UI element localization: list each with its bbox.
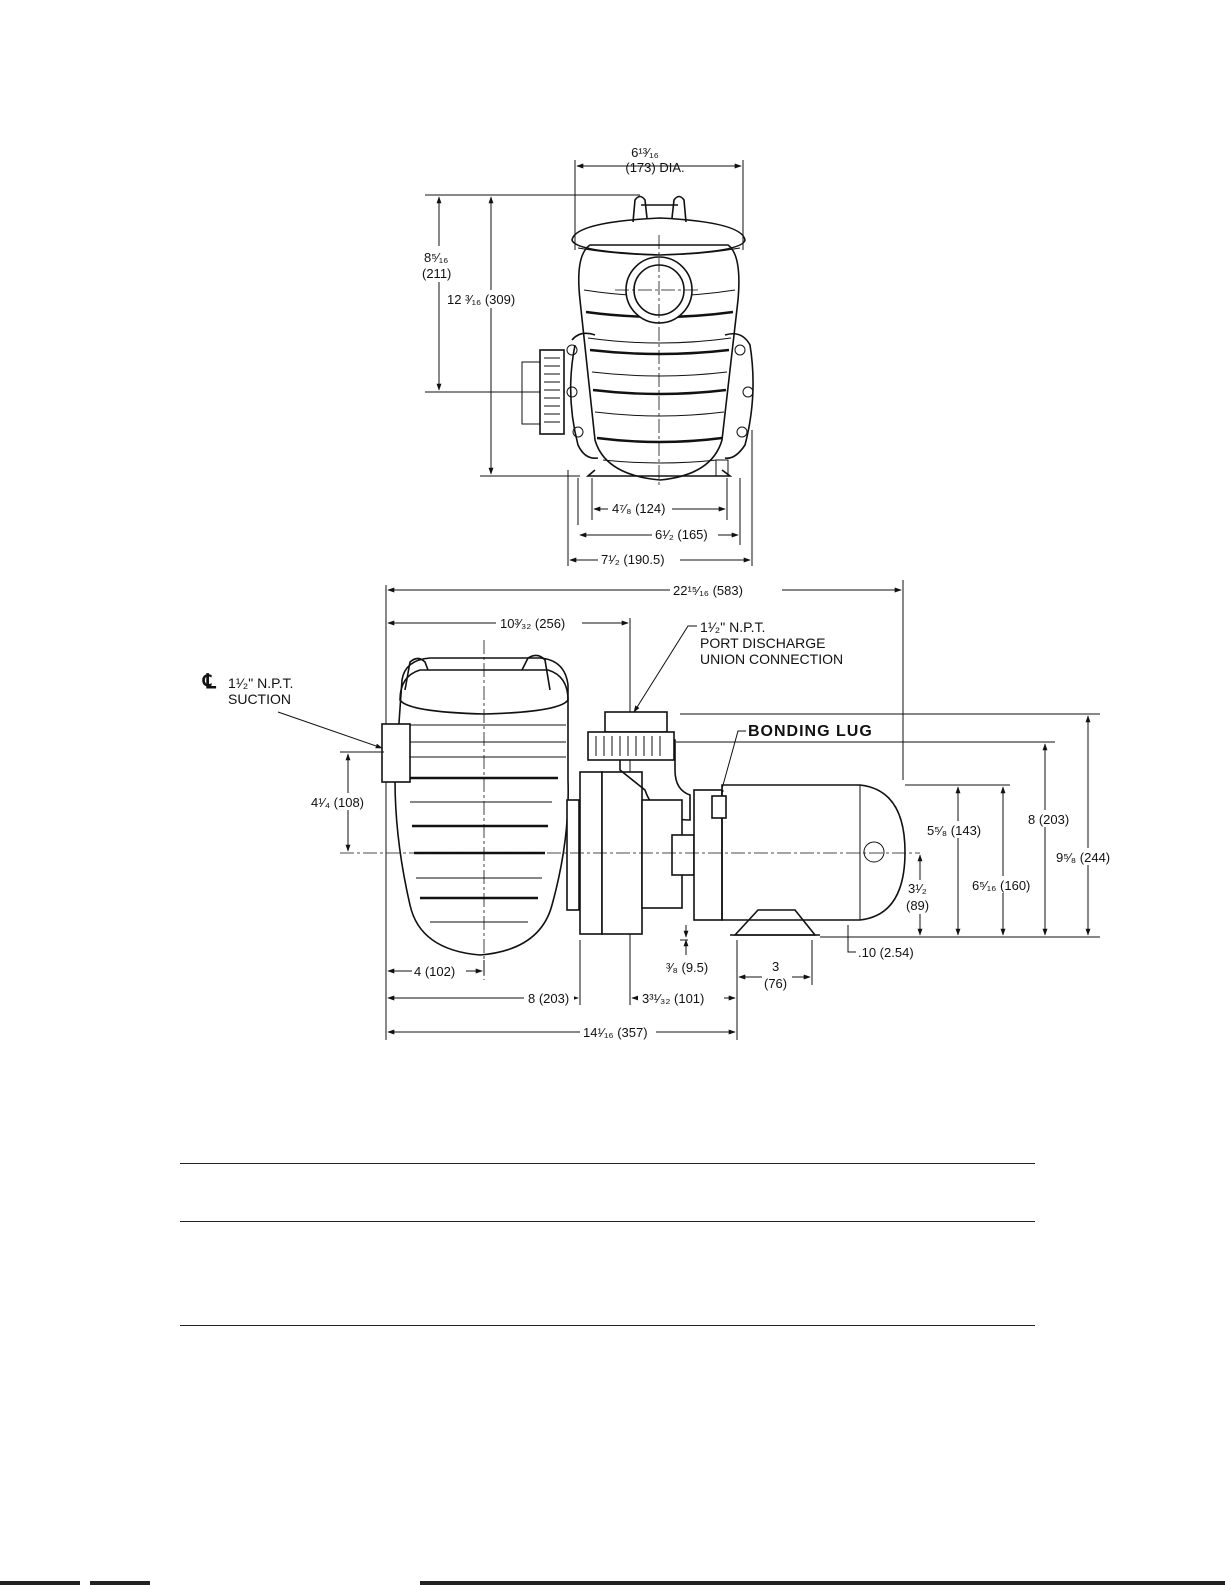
suction-note-line1: 1¹⁄₂" N.P.T. (228, 675, 293, 691)
discharge-note-line3: UNION CONNECTION (700, 651, 843, 667)
centerline-symbol: ℄ (202, 671, 217, 693)
discharge-note-line2: PORT DISCHARGE (700, 635, 826, 651)
shaft-height-mm-label: (89) (906, 898, 929, 913)
footer-bar-mid (90, 1581, 150, 1585)
height-8-label: 8 (203) (1028, 812, 1069, 827)
side-view: 22¹⁵⁄₁₆ (583) 10³⁄₃₂ (256) 1¹⁄₂" N.P.T. … (202, 580, 1118, 1040)
table-header-rule (180, 1221, 1035, 1222)
height-total-label: 9⁵⁄₈ (244) (1056, 850, 1110, 865)
bonding-lug-label: BONDING LUG (748, 723, 873, 740)
footer-bar-right (420, 1581, 1225, 1585)
shaft-height-label: 3¹⁄₂ (908, 881, 927, 896)
diameter-mm-label: (173) DIA. (625, 160, 684, 175)
table-bottom-rule (180, 1325, 1035, 1326)
height-6-label: 6⁵⁄₁₆ (160) (972, 878, 1030, 893)
height-a-mm-label: (211) (422, 266, 451, 281)
foot-width-mm-label: (76) (764, 976, 787, 991)
base-length-label: 14¹⁄₁₆ (357) (583, 1025, 648, 1040)
to-discharge-label: 10³⁄₃₂ (256) (500, 616, 565, 631)
width-b-label: 6¹⁄₂ (165) (655, 527, 708, 542)
flange-to-foot-label: 3³¹⁄₃₂ (101) (642, 991, 704, 1006)
to-centerline-label: 4 (102) (414, 964, 455, 979)
width-c-label: 7¹⁄₂ (190.5) (601, 552, 665, 567)
front-view: 6¹³⁄₁₆ (173) DIA. 8⁵⁄₁₆ (211) 12 ³⁄₁₆ (3… (418, 145, 754, 567)
height-b-label: 12 ³⁄₁₆ (309) (447, 292, 515, 307)
suction-note-line2: SUCTION (228, 691, 291, 707)
discharge-note-line1: 1¹⁄₂" N.P.T. (700, 619, 765, 635)
width-a-label: 4⁷⁄₈ (124) (612, 501, 665, 516)
height-a-label: 8⁵⁄₁₆ (424, 250, 448, 265)
foot-width-label: 3 (772, 959, 779, 974)
motor-height-label: 5⁵⁄₈ (143) (927, 823, 981, 838)
suction-height-label: 4¹⁄₄ (108) (311, 795, 364, 810)
overall-length-label: 22¹⁵⁄₁₆ (583) (673, 583, 743, 598)
diameter-label: 6¹³⁄₁₆ (631, 145, 659, 160)
table-top-rule (180, 1163, 1035, 1164)
footer-bar-left (0, 1581, 80, 1585)
to-flange-label: 8 (203) (528, 991, 569, 1006)
foot-gap-label: .10 (2.54) (858, 945, 914, 960)
offset-label: ³⁄₈ (9.5) (666, 960, 708, 975)
